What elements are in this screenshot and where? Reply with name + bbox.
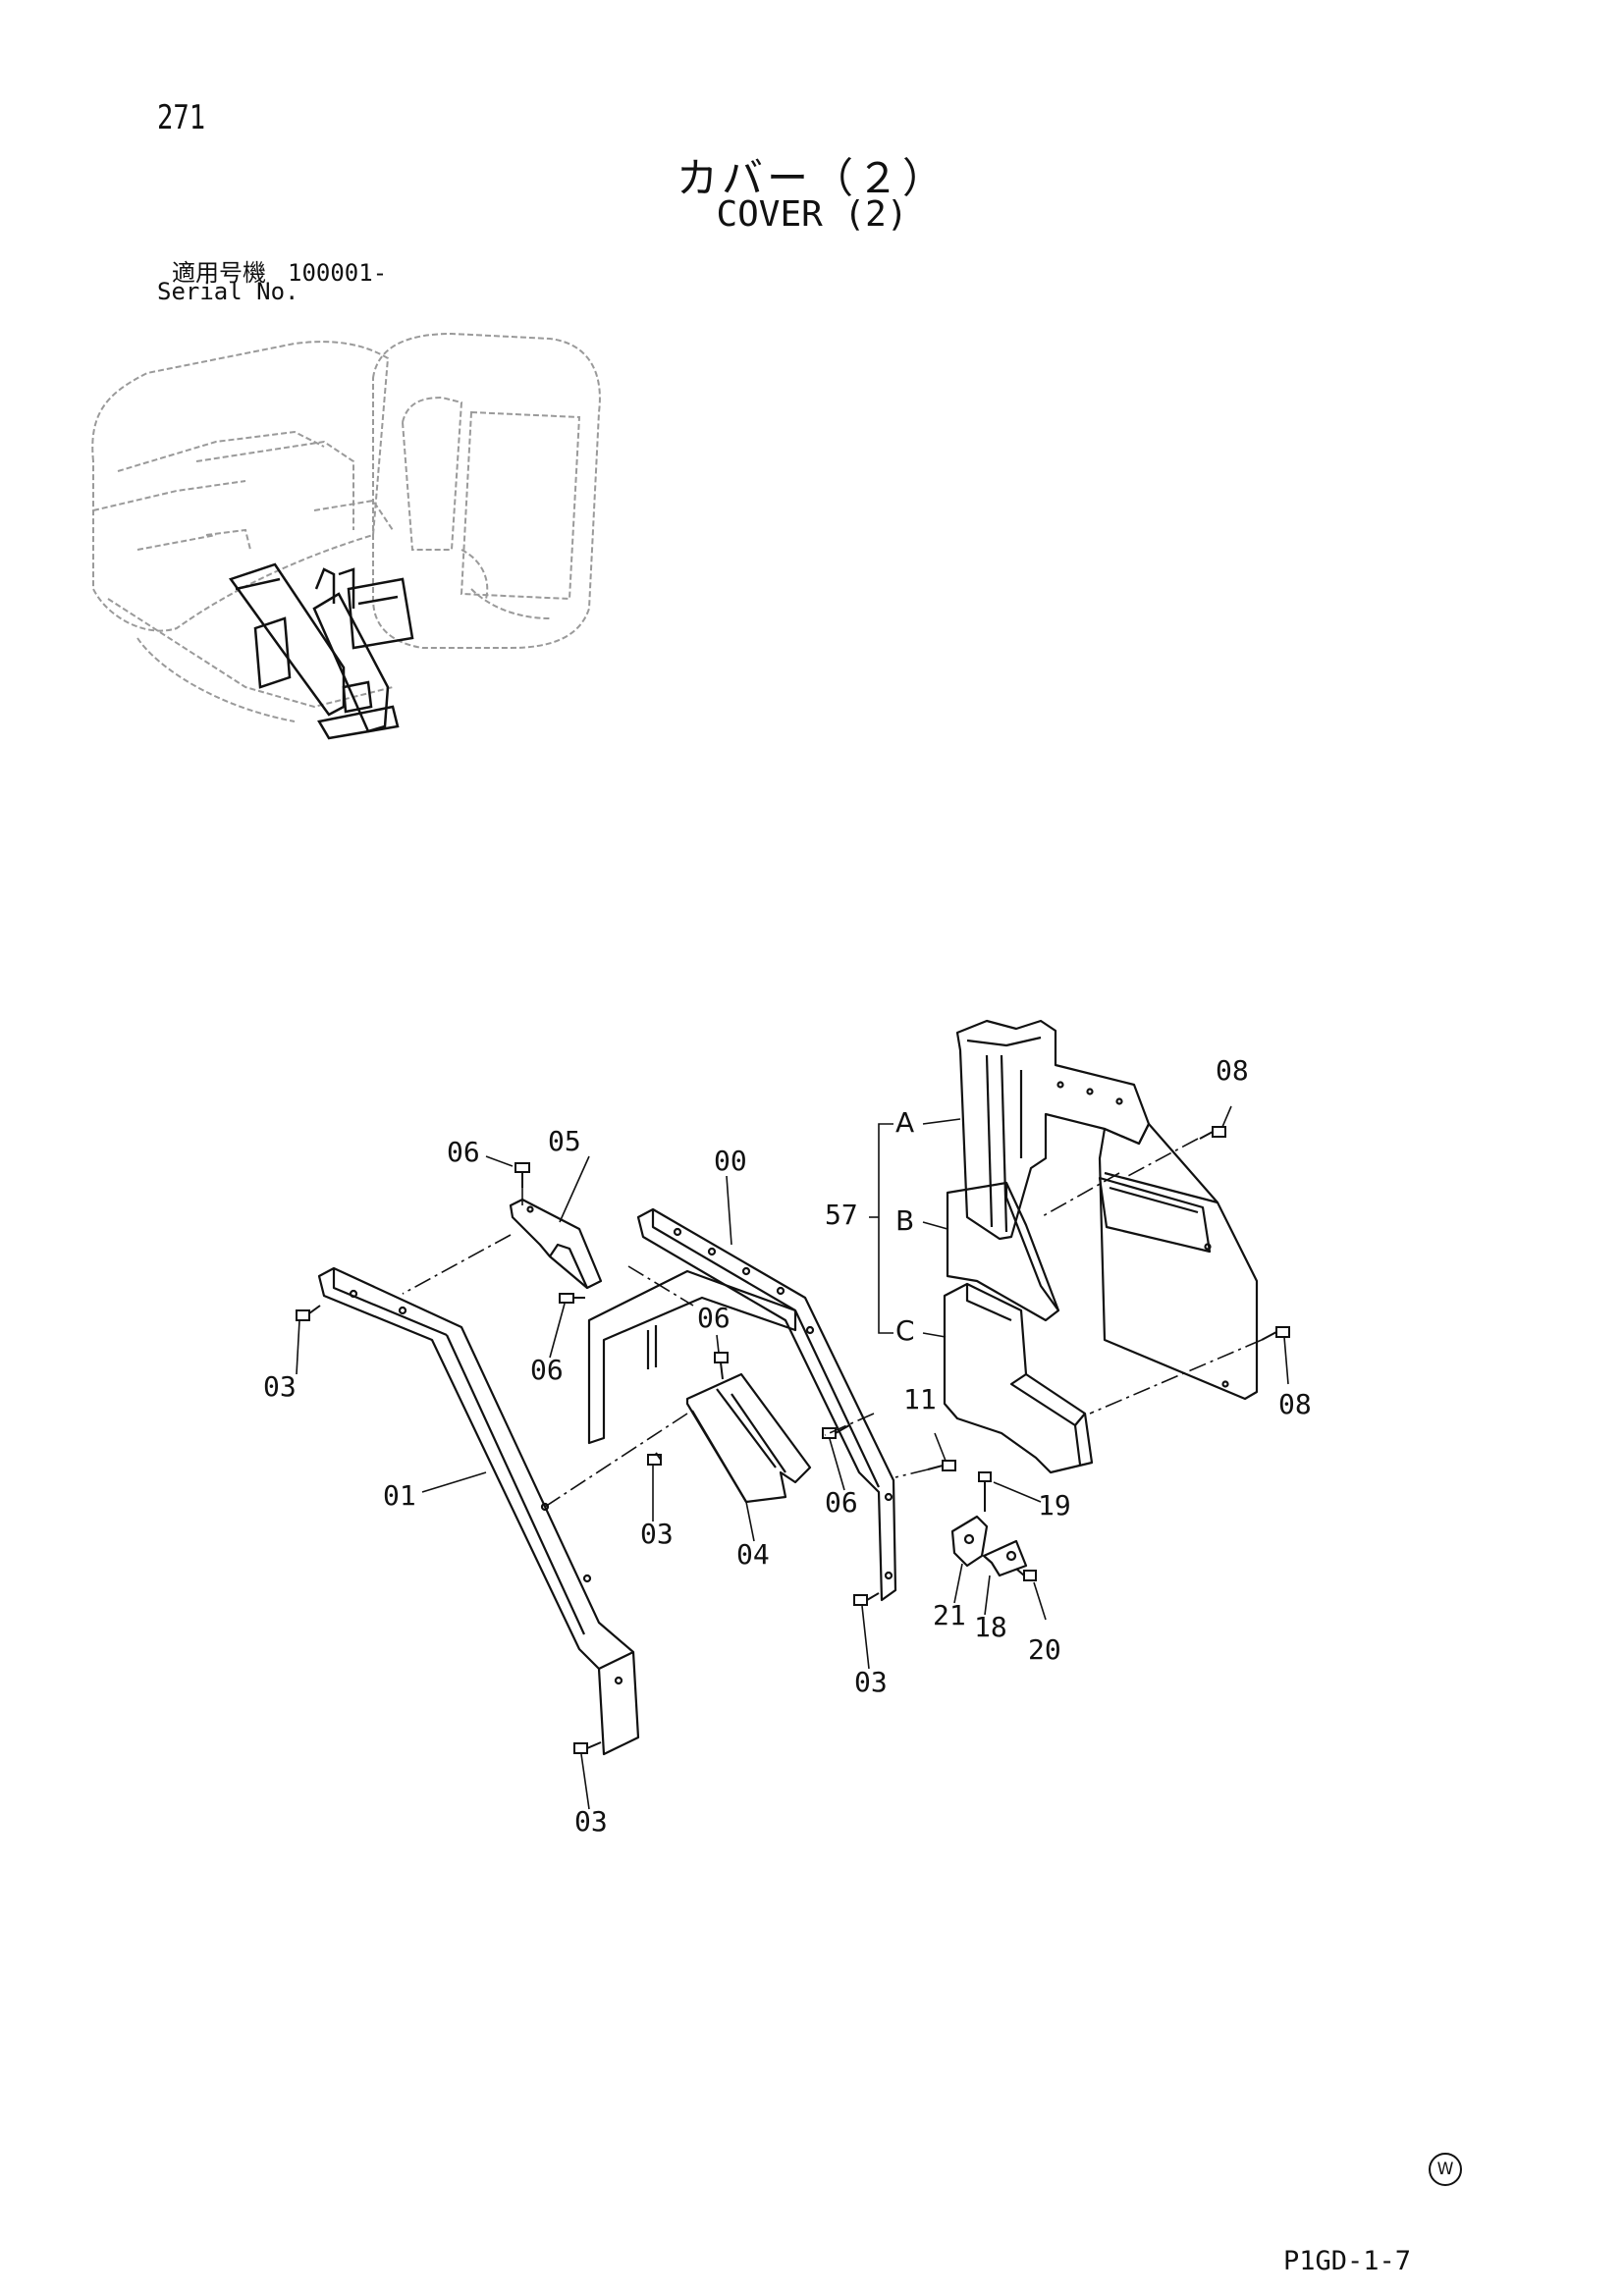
page-number: 271	[157, 98, 206, 137]
callout-08-top: 08	[1216, 1054, 1249, 1087]
callout-03-bottom: 03	[574, 1805, 608, 1838]
callout-11: 11	[903, 1383, 937, 1415]
callout-06-plate: 06	[697, 1302, 731, 1334]
callout-04: 04	[736, 1538, 770, 1571]
part-57c-block	[943, 1282, 1094, 1474]
part-04-plate	[685, 1372, 812, 1504]
bolt-06-top	[514, 1162, 530, 1188]
callout-labels: 06 05 00 03 06 06 01 03 04 06 03 03 11 1…	[263, 1054, 1312, 1838]
bolt-08-bottom	[1261, 1326, 1290, 1341]
callout-06-top: 06	[447, 1136, 480, 1168]
callout-01: 01	[383, 1479, 416, 1512]
bolt-08-top	[1199, 1126, 1226, 1140]
footer-page-code: P1GD-1-7	[1283, 2246, 1412, 2276]
bolt-19	[978, 1471, 992, 1512]
part-57b-block	[946, 1181, 1060, 1322]
inset-highlighted-parts	[228, 562, 414, 740]
callout-08-bottom: 08	[1278, 1388, 1312, 1420]
callout-19: 19	[1038, 1489, 1071, 1522]
part-57a-cover-block	[955, 1019, 1151, 1241]
callout-06-right: 06	[825, 1486, 858, 1519]
serial-label-jp-text: 適用号機	[172, 259, 266, 287]
bolt-03-left-bottom	[573, 1741, 602, 1754]
callout-03-left: 03	[263, 1370, 297, 1403]
bolt-06-plate	[714, 1352, 729, 1380]
serial-label-japanese: 適用号機 100001-	[172, 253, 387, 288]
callout-57: 57	[825, 1199, 858, 1231]
exploded-view	[317, 1019, 1259, 1756]
part-57-side-plate	[1098, 1122, 1259, 1401]
title-english: COVER (2)	[716, 194, 908, 235]
part-00-frame-right	[636, 1207, 897, 1602]
bolt-20	[1015, 1568, 1037, 1581]
callout-03-center: 03	[640, 1518, 674, 1550]
part-05-bracket	[509, 1198, 603, 1290]
callout-20: 20	[1028, 1633, 1061, 1666]
callout-sub-c: C	[895, 1314, 915, 1347]
bolts	[296, 1126, 1290, 1754]
part-18-bracket	[982, 1539, 1028, 1577]
bolt-03-right-bottom	[853, 1592, 880, 1606]
bolt-03-left-top	[296, 1305, 321, 1321]
inner-side-panel	[587, 1269, 797, 1445]
serial-number: 100001-	[288, 259, 388, 287]
part-01-frame-left	[317, 1266, 640, 1756]
callout-sub-b: B	[895, 1204, 914, 1237]
callout-00: 00	[714, 1145, 747, 1177]
watermark-w-icon: W	[1429, 2153, 1462, 2186]
callout-sub-a: A	[895, 1106, 914, 1139]
callout-18: 18	[974, 1611, 1007, 1643]
callout-05: 05	[548, 1125, 581, 1157]
callout-06-left: 06	[530, 1354, 564, 1386]
bolt-11	[927, 1460, 956, 1471]
leader-lines	[296, 1105, 1289, 1810]
callout-03-right: 03	[854, 1666, 888, 1698]
bolt-06-right	[822, 1424, 850, 1439]
title-japanese: カバー（２）	[676, 154, 947, 202]
callout-21: 21	[933, 1599, 966, 1631]
machine-locator-inset	[91, 332, 601, 722]
part-21-bracket	[950, 1515, 989, 1568]
assembly-centerlines	[402, 1138, 1263, 1508]
serial-label-english: Serial No.	[157, 278, 299, 305]
bolt-03-center	[647, 1452, 662, 1466]
bolt-06-mid-left	[559, 1293, 585, 1304]
